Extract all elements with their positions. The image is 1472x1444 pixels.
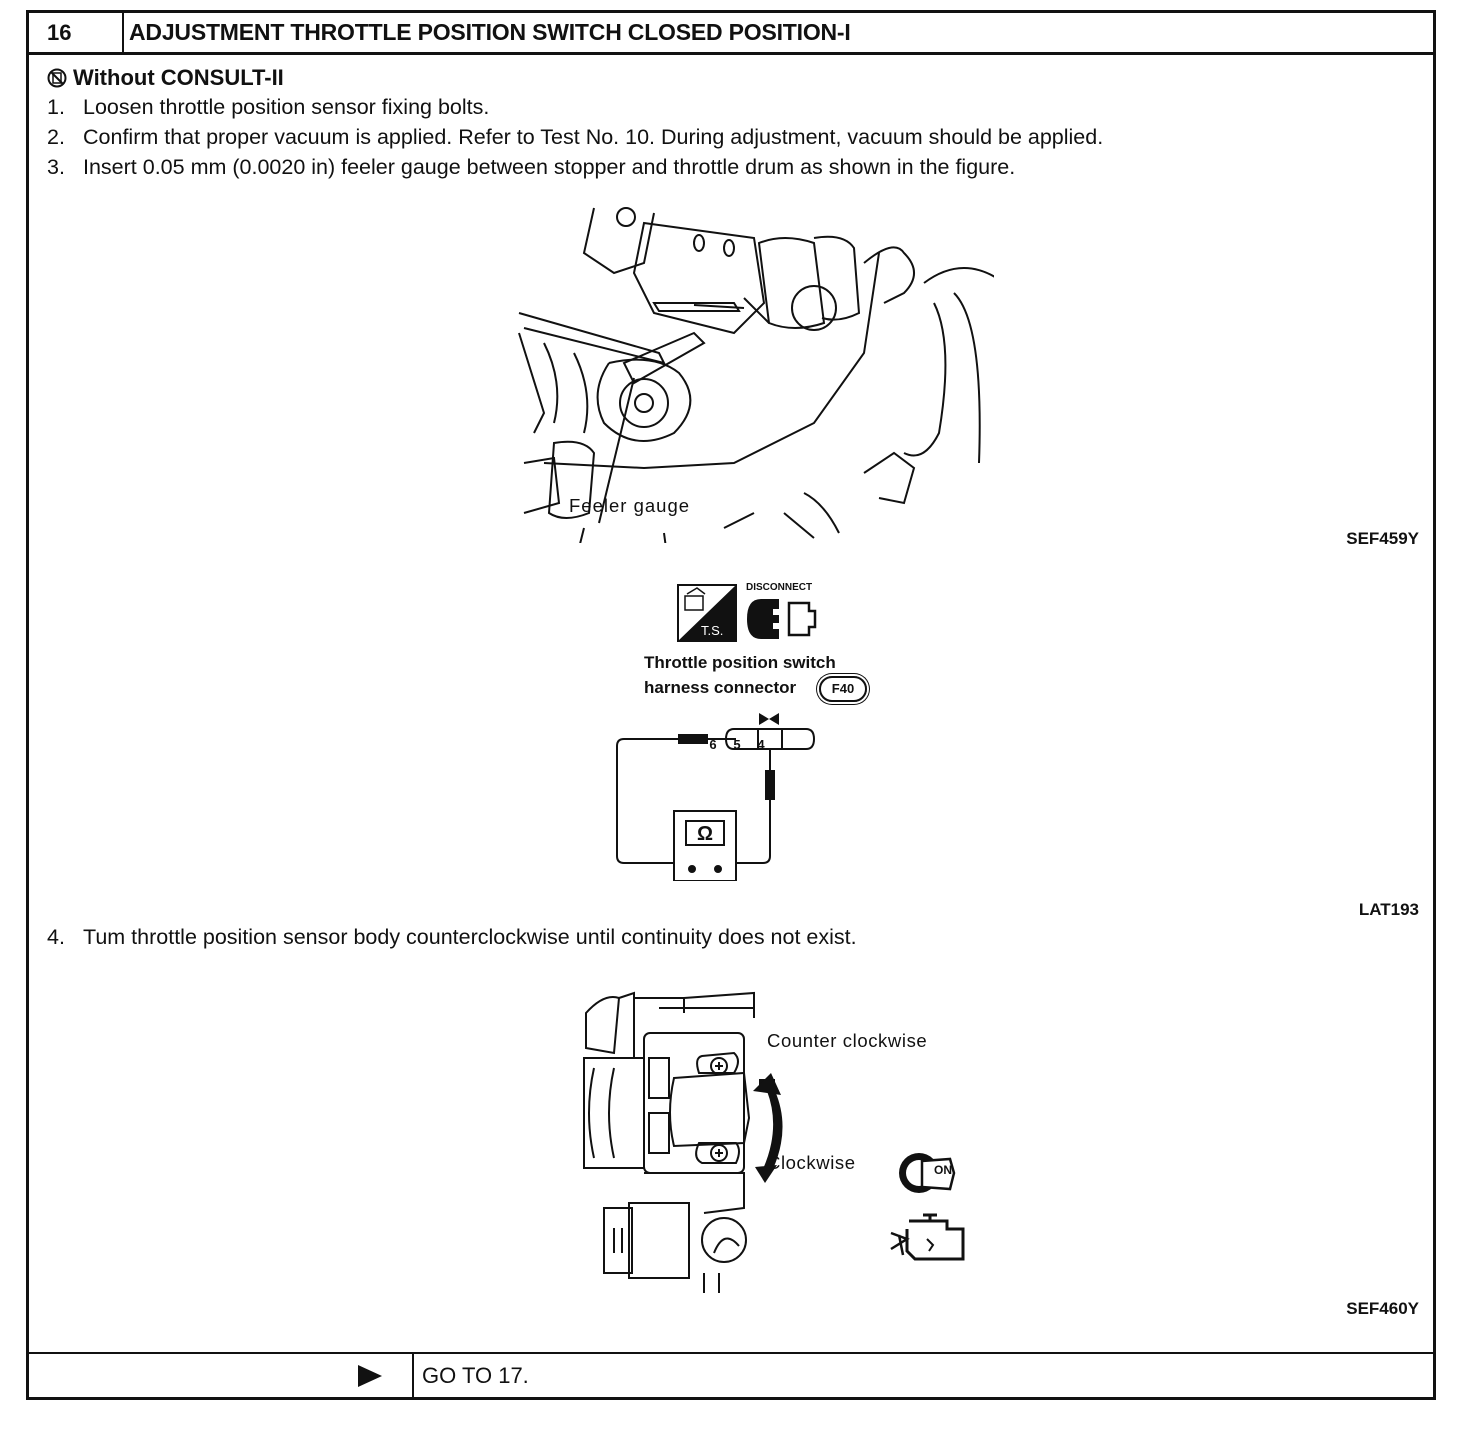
pin-5: 5	[733, 737, 741, 752]
counter-clockwise-label: Counter clockwise	[767, 1030, 928, 1051]
ignition-off-icon	[677, 584, 737, 642]
no-consult-icon	[47, 68, 67, 88]
connector-name-line1: Throttle position switch	[644, 653, 836, 672]
step-4-text: Tum throttle position sensor body counte…	[83, 925, 857, 949]
procedure-header: 16 ADJUSTMENT THROTTLE POSITION SWITCH C…	[29, 13, 1433, 55]
step-3: 3. Insert 0.05 mm (0.0020 in) feeler gaug…	[47, 155, 1015, 180]
feeler-gauge-illustration	[518, 207, 994, 543]
figure-2-code: LAT193	[1358, 900, 1419, 919]
connector-name-line2: harness connector	[644, 678, 797, 697]
step-4: 4. Tum throttle position sensor body coun…	[47, 925, 857, 950]
rotation-arrow-icon	[753, 1073, 783, 1183]
go-to-next-step-link[interactable]: GO TO 17.	[422, 1363, 529, 1388]
step-2-number: 2.	[47, 125, 65, 149]
ts-label: T.S.	[701, 623, 724, 638]
figure-3-code: SEF460Y	[1346, 1299, 1419, 1318]
procedure-title: ADJUSTMENT THROTTLE POSITION SWITCH CLOS…	[129, 19, 851, 45]
ignition-key-on-icon	[899, 1153, 956, 1193]
step-1-text: Loosen throttle position sensor fixing b…	[83, 95, 490, 119]
step-2-text: Confirm that proper vacuum is applied. R…	[83, 125, 1104, 149]
connector-id-badge: F40	[819, 676, 867, 702]
throttle-sensor-rotation-illustration	[583, 991, 755, 1293]
procedure-footer: GO TO 17.	[29, 1352, 1433, 1397]
step-1: 1. Loosen throttle position sensor fixing…	[47, 95, 489, 120]
step-3-number: 3.	[47, 155, 65, 179]
step-number: 16	[29, 13, 124, 52]
play-arrow-icon	[358, 1365, 382, 1387]
clockwise-label: Clockwise	[767, 1152, 856, 1173]
pin-6: 6	[709, 737, 717, 752]
step-3-text: Insert 0.05 mm (0.0020 in) feeler gauge …	[83, 155, 1016, 179]
procedure-frame: 16 ADJUSTMENT THROTTLE POSITION SWITCH C…	[26, 10, 1436, 1400]
footer-arrow-cell	[29, 1354, 414, 1397]
engine-off-icon	[890, 1213, 965, 1261]
step-4-number: 4.	[47, 925, 65, 949]
disconnect-connector-icon	[747, 599, 817, 639]
figure-1-code: SEF459Y	[1346, 529, 1419, 548]
subheading-text: Without CONSULT-II	[73, 65, 284, 90]
step-1-number: 1.	[47, 95, 65, 119]
feeler-gauge-label: Feeler gauge	[569, 495, 691, 516]
subheading: Without CONSULT-II	[47, 65, 284, 91]
pin-4: 4	[757, 737, 765, 752]
ohm-symbol: Ω	[696, 823, 714, 845]
ohmmeter-circuit-diagram	[616, 713, 816, 881]
key-on-label: ON	[934, 1163, 952, 1177]
step-2: 2. Confirm that proper vacuum is applied.…	[47, 125, 1103, 150]
disconnect-label: DISCONNECT	[746, 582, 813, 593]
